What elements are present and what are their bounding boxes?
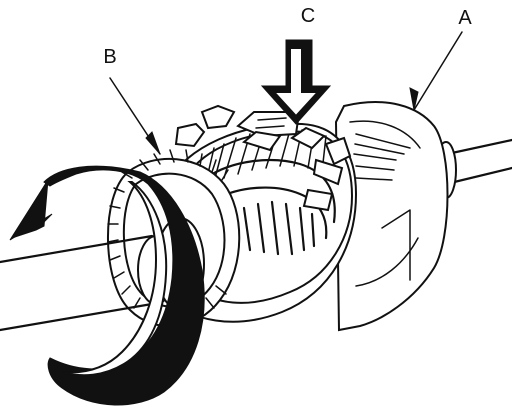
arrow-c <box>260 39 332 125</box>
label-a: A <box>458 7 472 29</box>
rotation-arrow <box>9 165 205 406</box>
leader-a <box>413 31 463 111</box>
label-b: B <box>103 46 117 68</box>
leader-lines <box>109 31 463 155</box>
housing-a <box>334 101 449 332</box>
label-c: C <box>300 5 316 27</box>
